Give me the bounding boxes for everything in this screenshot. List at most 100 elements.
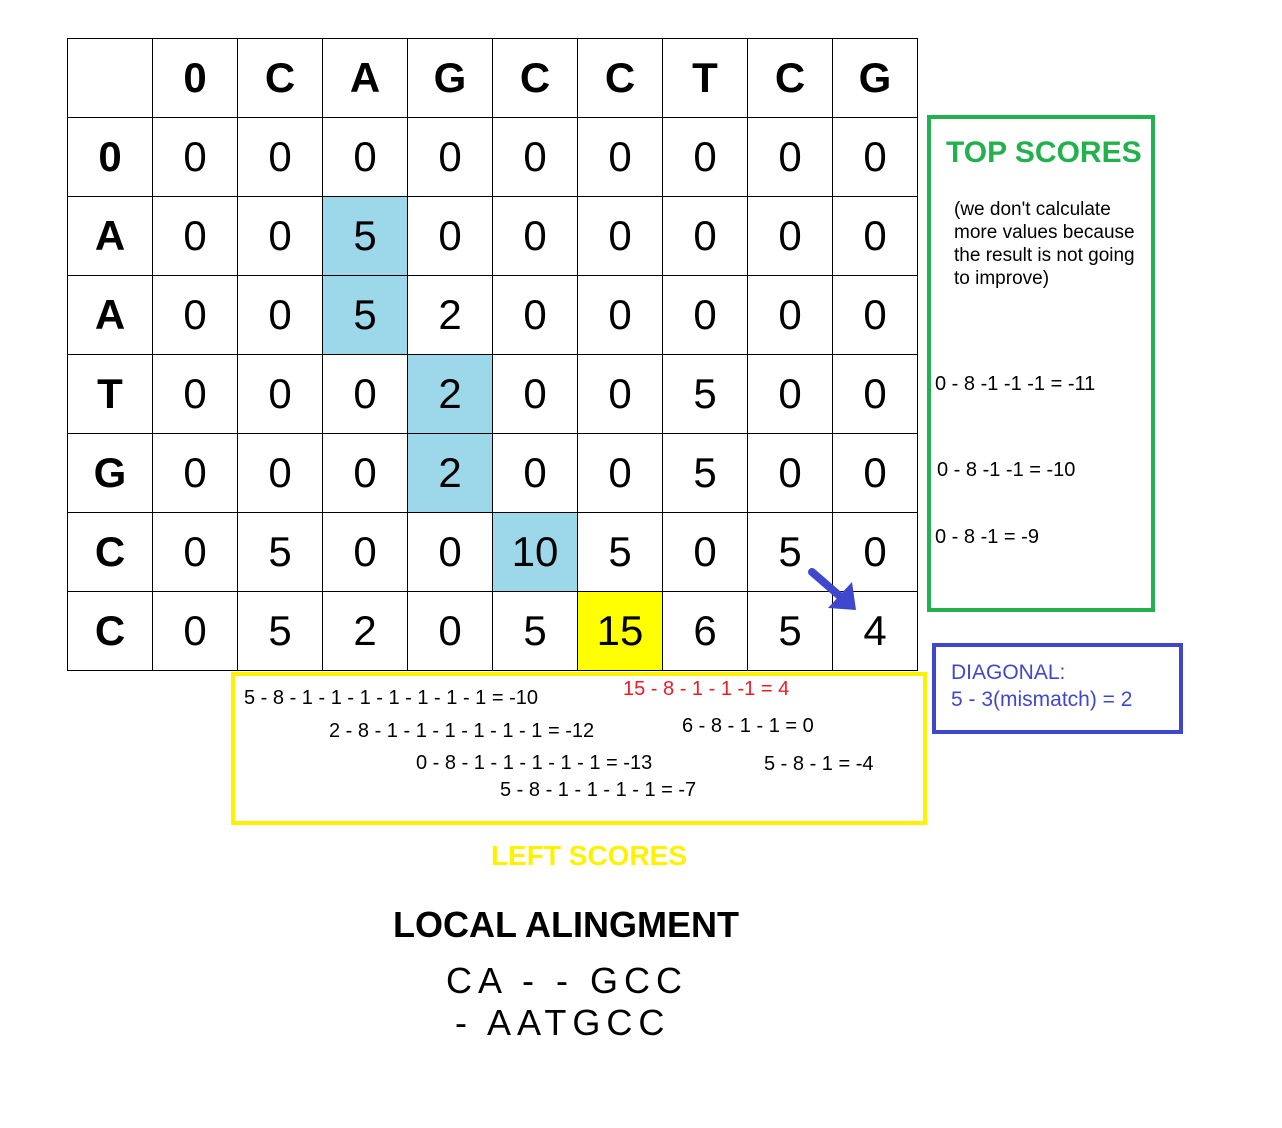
left-score-equation: 2 - 8 - 1 - 1 - 1 - 1 - 1 - 1 = -12 [329, 720, 595, 742]
col-header: C [747, 38, 833, 118]
matrix-cell: 0 [662, 196, 748, 276]
top-scores-note: (we don't calculate more values because … [954, 199, 1135, 289]
matrix-cell: 0 [152, 275, 238, 355]
matrix-cell: 0 [662, 275, 748, 355]
left-scores-box [231, 672, 927, 825]
matrix-cell: 5 [322, 275, 408, 355]
alignment-title: LOCAL ALINGMENT [393, 904, 739, 945]
top-score-equation: 0 - 8 -1 = -9 [935, 526, 1039, 548]
matrix-cell: 0 [407, 591, 493, 671]
matrix-cell: 0 [577, 275, 663, 355]
matrix-cell: 0 [407, 512, 493, 592]
col-header: T [662, 38, 748, 118]
left-score-equation: 5 - 8 - 1 - 1 - 1 - 1 - 1 - 1 - 1 = -10 [244, 687, 538, 709]
matrix-cell: 0 [832, 512, 918, 592]
matrix-cell: 0 [747, 117, 833, 197]
matrix-cell: 0 [492, 433, 578, 513]
matrix-cell: 15 [577, 591, 663, 671]
col-header: G [407, 38, 493, 118]
col-header: G [832, 38, 918, 118]
left-score-equation: 6 - 8 - 1 - 1 = 0 [682, 715, 814, 737]
matrix-cell: 2 [407, 275, 493, 355]
diagonal-equation: 5 - 3(mismatch) = 2 [951, 688, 1133, 711]
matrix-cell: 0 [747, 433, 833, 513]
matrix-cell: 5 [492, 591, 578, 671]
row-header: G [67, 433, 153, 513]
matrix-cell: 2 [407, 354, 493, 434]
matrix-cell: 5 [237, 512, 323, 592]
col-header: C [237, 38, 323, 118]
matrix-cell: 0 [577, 196, 663, 276]
matrix-cell: 0 [152, 354, 238, 434]
matrix-cell: 0 [747, 354, 833, 434]
row-header: A [67, 196, 153, 276]
matrix-cell: 0 [832, 433, 918, 513]
matrix-cell: 0 [577, 433, 663, 513]
matrix-cell: 0 [577, 117, 663, 197]
col-header: A [322, 38, 408, 118]
matrix-cell: 2 [407, 433, 493, 513]
row-header: 0 [67, 117, 153, 197]
arrow-down-right-icon [808, 568, 856, 610]
corner-cell [67, 38, 153, 118]
matrix-cell: 0 [237, 354, 323, 434]
matrix-cell: 0 [322, 512, 408, 592]
matrix-cell: 6 [662, 591, 748, 671]
matrix-cell: 0 [322, 354, 408, 434]
col-header: C [492, 38, 578, 118]
matrix-cell: 0 [492, 354, 578, 434]
row-header: T [67, 354, 153, 434]
matrix-cell: 5 [577, 512, 663, 592]
matrix-cell: 0 [237, 433, 323, 513]
matrix-cell: 0 [152, 512, 238, 592]
matrix-cell: 0 [492, 275, 578, 355]
matrix-cell: 0 [152, 196, 238, 276]
matrix-cell: 0 [407, 117, 493, 197]
alignment-seq1: CA - - GCC [446, 960, 689, 1001]
left-score-equation: 5 - 8 - 1 = -4 [764, 753, 874, 775]
col-header: C [577, 38, 663, 118]
matrix-cell: 0 [662, 512, 748, 592]
col-header: 0 [152, 38, 238, 118]
top-score-equation: 0 - 8 -1 -1 = -10 [937, 459, 1076, 481]
matrix-cell: 0 [322, 117, 408, 197]
matrix-cell: 0 [152, 117, 238, 197]
matrix-cell: 2 [322, 591, 408, 671]
matrix-cell: 0 [747, 275, 833, 355]
left-score-equation: 0 - 8 - 1 - 1 - 1 - 1 - 1 = -13 [416, 752, 653, 774]
matrix-cell: 0 [662, 117, 748, 197]
row-header: C [67, 512, 153, 592]
matrix-cell: 0 [492, 117, 578, 197]
matrix-cell: 0 [407, 196, 493, 276]
matrix-cell: 0 [237, 196, 323, 276]
matrix-cell: 0 [832, 275, 918, 355]
matrix-cell: 0 [747, 196, 833, 276]
diagonal-label: DIAGONAL: 5 - 3(mismatch) = 2 [951, 659, 1132, 713]
matrix-cell: 0 [152, 591, 238, 671]
alignment-seq2: - AATGCC [455, 1002, 671, 1043]
diagonal-title: DIAGONAL: [951, 661, 1066, 684]
matrix-cell: 10 [492, 512, 578, 592]
top-scores-title: TOP SCORES [946, 136, 1142, 169]
left-score-equation-best: 15 - 8 - 1 - 1 -1 = 4 [623, 678, 790, 700]
matrix-cell: 5 [237, 591, 323, 671]
top-scores-box [927, 115, 1155, 612]
row-header: A [67, 275, 153, 355]
matrix-cell: 5 [662, 354, 748, 434]
matrix-cell: 0 [832, 117, 918, 197]
diagonal-box [932, 643, 1183, 734]
left-score-equation: 5 - 8 - 1 - 1 - 1 - 1 = -7 [500, 779, 697, 801]
matrix-cell: 0 [237, 117, 323, 197]
matrix-cell: 0 [492, 196, 578, 276]
row-header: C [67, 591, 153, 671]
matrix-cell: 5 [662, 433, 748, 513]
matrix-cell: 5 [322, 196, 408, 276]
